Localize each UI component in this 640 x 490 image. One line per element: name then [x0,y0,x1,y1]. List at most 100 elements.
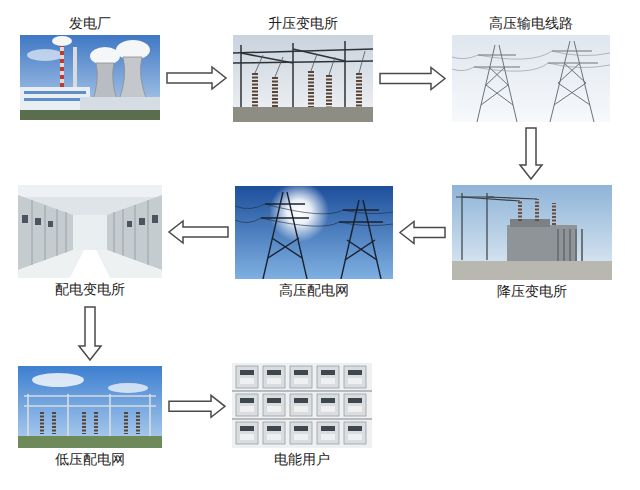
transformer-photo-part-part [557,229,559,263]
transmission-tower-photo-part-part [452,51,610,59]
meter-wall-photo-part [232,390,372,392]
photo-node: 高压输电线路 [452,12,610,122]
distribution-tower-photo-part-part [272,238,302,258]
photo-node: 低压配电网 [18,366,162,471]
meter-wall-photo-part [236,422,258,444]
switchgear-room-photo-part-part [48,221,53,227]
power-plant-photo [20,35,160,120]
meter-wall-photo-part [263,394,285,416]
distribution-tower-photo-part [235,204,393,226]
transformer-photo-part [452,261,612,280]
photo-node-part [20,35,160,120]
substation-photo-part-part [329,57,335,75]
substation-photo-part-part [344,41,346,117]
distribution-tower-photo-part-part [261,217,309,218]
transformer-photo-part [507,225,577,263]
photo-node-part [18,366,162,448]
substation-photo-part-part [293,49,345,61]
distribution-tower-photo-part-part [345,240,375,260]
transmission-tower-photo-part-part [558,83,590,105]
photo-node-part [232,363,372,448]
transmission-tower-photo-part-part [478,55,516,56]
lv-substation-photo-part-part [94,412,98,434]
meter-wall-photo-part [290,366,312,388]
flow-arrow [400,222,445,244]
meter-wall-photo-part [232,363,372,448]
distribution-tower-photo-part-part [235,204,393,214]
photo-node: 降压变电所 [452,185,612,303]
meter-wall-photo-part [317,394,339,416]
substation-photo-part-part [359,51,365,73]
switchgear-room-photo-part-part [152,215,158,223]
lv-substation-photo-part-part [67,394,69,438]
substation-photo-part-part [233,61,373,63]
flow-arrow [79,307,101,360]
photo-node: 高压配电网 [235,186,393,302]
transmission-tower-photo-part-part [474,67,520,68]
distribution-tower-photo-part-part [268,238,299,258]
power-plant-photo-part [80,97,160,112]
transformer-photo-part-part [535,199,539,221]
lv-substation-photo-part [42,412,138,434]
meter-wall-photo-part [317,366,339,388]
switchgear-room-photo-part [22,215,158,227]
transmission-tower-photo-part-part [554,83,586,105]
substation-photo-part-part [326,75,332,107]
switchgear-room-photo-part [70,250,110,278]
distribution-tower-photo [235,186,393,279]
flow-arrow [169,221,228,243]
meter-wall-photo-part [232,418,372,420]
lv-substation-photo-part [24,394,156,438]
node-caption: 高压配电网 [235,279,393,302]
substation-photo-part [233,35,373,122]
distribution-tower-photo-part-part [287,192,307,279]
lv-substation-photo-part-part [149,394,151,438]
transformer-photo-part [452,185,612,280]
transmission-tower-photo-part-part [552,51,592,52]
transmission-tower-photo-part-part [452,63,610,71]
distribution-tower-photo-part-part [235,218,393,226]
switchgear-room-photo-part-part [57,209,58,256]
node-caption: 配电变电所 [18,278,162,301]
node-caption: 发电厂 [20,12,160,35]
power-plant-photo-part [27,49,63,61]
transformer-photo-part [520,199,554,225]
photo-node: 配电变电所 [18,185,162,301]
transformer-photo-part-part [518,201,522,221]
lv-substation-photo-part-part [124,412,128,434]
transmission-tower-photo-part-part [486,85,513,105]
lv-substation-photo-part-part [82,412,86,434]
switchgear-room-photo-part [18,185,162,197]
photo-node-part [452,35,610,122]
meter-wall-photo-part [236,366,258,388]
transformer-photo-part-part [487,197,537,199]
substation-photo-part-part [292,43,294,117]
distribution-tower-photo-part-part [339,221,383,222]
substation-photo-part-part [272,77,278,107]
distribution-tower-photo-part-part [347,240,377,260]
substation-photo [233,35,373,122]
meter-wall-photo-part [290,394,312,416]
node-caption: 降压变电所 [452,280,612,303]
switchgear-room-photo-part-part [35,218,41,225]
transmission-tower-photo [452,35,610,122]
switchgear-room-photo [18,185,162,278]
meter-wall-photo-part [317,422,339,444]
lv-substation-photo-part [18,366,162,448]
transmission-tower-photo-part [452,51,610,71]
switchgear-room-photo-part-part [114,212,115,253]
node-caption: 高压输电线路 [452,12,610,35]
switchgear-room-photo-part-part [32,200,33,265]
transformer-photo-part-part [461,193,462,260]
power-plant-photo-part [118,57,148,103]
switchgear-room-photo-part [73,215,107,250]
power-plant-photo-part [20,35,160,120]
photo-node: 发电厂 [20,12,160,120]
transmission-tower-photo-part-part [499,45,517,122]
photo-node: 电能用户 [232,363,372,471]
meter-wall-photo [232,363,372,448]
power-plant-photo-part [73,47,77,93]
lv-substation-photo-part-part [52,412,56,434]
transformer-photo-part-part [563,229,565,263]
power-plant-photo-part [20,110,160,120]
